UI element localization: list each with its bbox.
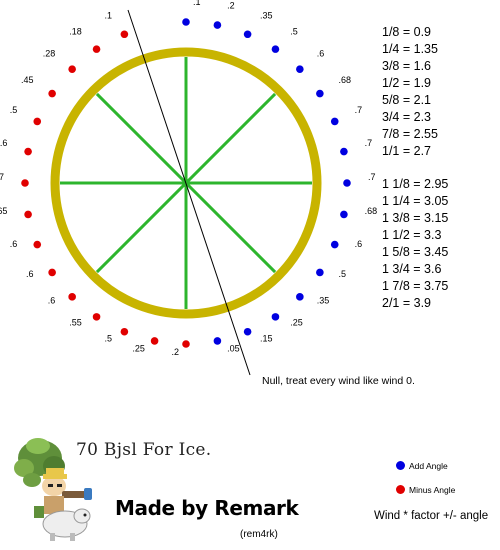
red-angle-dot: [33, 117, 42, 126]
blue-angle-label: .1: [193, 0, 201, 7]
red-angle-label: .18: [69, 26, 82, 36]
blue-angle-label: .7: [365, 138, 373, 148]
blue-angle-dot: [182, 18, 190, 26]
factor-table-row: 1 3/4 = 3.6: [382, 262, 441, 276]
blue-angle-label: .5: [339, 269, 347, 279]
factor-table-row: 3/8 = 1.6: [382, 59, 431, 73]
blue-angle-dot: [330, 240, 339, 249]
blue-angle-label: .7: [368, 172, 376, 182]
red-angle-dot: [150, 337, 159, 345]
red-angle-label: .5: [10, 105, 18, 115]
red-angle-label: .6: [48, 296, 56, 306]
blue-angle-dot: [340, 210, 348, 219]
minus-angle-legend-dot: [396, 485, 405, 494]
factor-table-row: 2/1 = 3.9: [382, 296, 431, 310]
red-angle-label: .2: [171, 347, 179, 357]
factor-table-row: 1/8 = 0.9: [382, 25, 431, 39]
red-angle-dot: [182, 340, 190, 348]
red-angle-dot: [92, 313, 101, 321]
red-angle-label: .6: [0, 138, 7, 148]
factor-table: 1/8 = 0.9 1/4 = 1.35 3/8 = 1.6 1/2 = 1.9 5/8…: [382, 25, 448, 310]
red-angle-label: .6: [10, 239, 18, 249]
red-angle-label: .55: [69, 318, 82, 328]
factor-table-row: 1 1/8 = 2.95: [382, 177, 448, 191]
blue-angle-dot: [343, 179, 351, 187]
blue-angle-dot: [316, 89, 324, 98]
red-angle-label: .45: [21, 75, 34, 85]
blue-angle-label: .6: [317, 48, 325, 58]
blue-angle-label: .05: [227, 344, 240, 354]
angle-dots: .1 .2 .35 .5 .6 .68 .7 .7 .7 .68 .6 .5 .35 .25 .15 .05.…: [0, 0, 377, 357]
red-angle-dot: [68, 293, 76, 301]
factor-table-row: 7/8 = 2.55: [382, 127, 438, 141]
blue-angle-label: .15: [260, 334, 273, 344]
blue-angle-dot: [271, 45, 280, 53]
red-angle-dot: [33, 240, 42, 249]
blue-angle-dot: [271, 313, 280, 321]
factor-table-row: 1 1/2 = 3.3: [382, 228, 441, 242]
blue-angle-dot: [243, 30, 252, 39]
blue-angle-label: .6: [355, 239, 363, 249]
blue-angle-dot: [213, 337, 222, 345]
blue-angle-dot: [243, 327, 252, 336]
red-angle-label: .5: [105, 334, 113, 344]
red-angle-dot: [120, 327, 129, 336]
blue-angle-label: .68: [339, 75, 352, 85]
red-angle-label: .67: [0, 172, 4, 182]
character-sprite: [14, 438, 92, 541]
formula-text: Wind * factor +/- angle: [374, 510, 489, 522]
blue-angle-label: .68: [365, 206, 378, 216]
red-angle-dot: [48, 89, 56, 98]
add-angle-legend-dot: [396, 461, 405, 470]
blue-angle-dot: [296, 65, 304, 73]
add-angle-legend-label: Add Angle: [409, 461, 448, 471]
minus-angle-legend-label: Minus Angle: [409, 485, 456, 495]
red-angle-dot: [21, 179, 29, 187]
blue-angle-dot: [340, 147, 348, 156]
guide-line: [127, 9, 251, 376]
red-angle-label: .25: [132, 344, 145, 354]
factor-table-row: 1 1/4 = 3.05: [382, 194, 448, 208]
red-angle-dot: [92, 45, 101, 53]
red-angle-dot: [24, 147, 32, 156]
blue-angle-dot: [213, 21, 222, 29]
red-angle-dot: [120, 30, 129, 39]
factor-table-row: 5/8 = 2.1: [382, 93, 431, 107]
blue-angle-label: .35: [317, 296, 330, 306]
chart-title: 70 Bjsl For Ice.: [76, 440, 212, 460]
factor-table-row: 1/2 = 1.9: [382, 76, 431, 90]
guide-line-note: Null, treat every wind like wind 0.: [262, 375, 415, 387]
blue-angle-label: .25: [290, 318, 303, 328]
blue-angle-label: .5: [290, 26, 298, 36]
factor-table-row: 1/1 = 2.7: [382, 144, 431, 158]
factor-table-row: 1 5/8 = 3.45: [382, 245, 448, 259]
red-angle-label: .1: [105, 10, 113, 20]
blue-angle-dot: [296, 293, 304, 301]
factor-table-row: 1/4 = 1.35: [382, 42, 438, 56]
red-angle-dot: [48, 268, 56, 277]
blue-angle-label: .35: [260, 10, 273, 20]
factor-table-row: 1 3/8 = 3.15: [382, 211, 448, 225]
red-angle-label: .28: [43, 48, 56, 58]
red-angle-dot: [24, 210, 32, 219]
factor-table-row: 3/4 = 2.3: [382, 110, 431, 124]
blue-angle-dot: [316, 268, 324, 277]
author-handle: (rem4rk): [240, 529, 278, 540]
blue-angle-label: .2: [227, 0, 235, 10]
red-angle-dot: [68, 65, 76, 73]
red-angle-label: .65: [0, 206, 7, 216]
blue-angle-dot: [330, 117, 339, 126]
wheel-ring: [50, 47, 322, 319]
factor-table-row: 1 7/8 = 3.75: [382, 279, 448, 293]
made-by-signature: Made by Remark: [115, 496, 299, 520]
blue-angle-label: .7: [355, 105, 363, 115]
red-angle-label: .6: [26, 269, 34, 279]
